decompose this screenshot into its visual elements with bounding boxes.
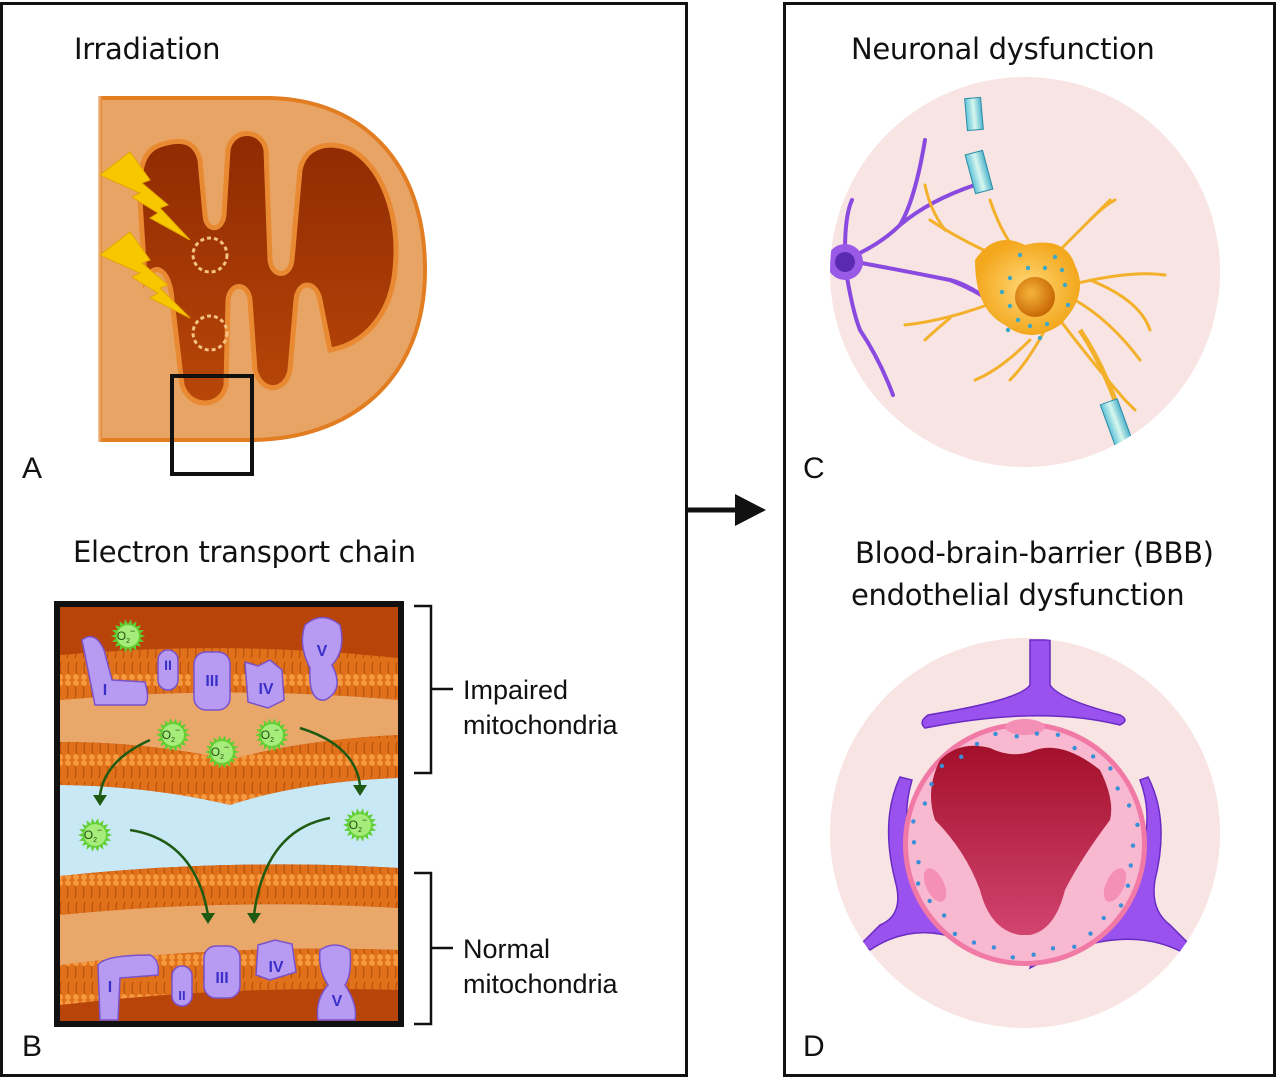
vesicle-dot <box>1115 786 1120 791</box>
vesicle-dot <box>911 840 917 845</box>
vesicle-dot <box>929 781 934 787</box>
vesicle-dot <box>1014 734 1019 739</box>
flow-arrow <box>129 828 210 916</box>
vesicle-dot <box>1034 731 1040 736</box>
superoxide-radical-icon: O2− <box>255 718 289 752</box>
vesicle-dot <box>1130 843 1136 848</box>
normal-label-line2: mitochondria <box>463 969 618 999</box>
panel-b-letter: B <box>22 1030 43 1063</box>
svg-text:II: II <box>178 988 185 1003</box>
mtdna-icon <box>191 314 229 352</box>
vesicle-dot <box>1126 803 1132 808</box>
vesicle-dot <box>952 931 958 937</box>
complex-i-top: I <box>81 635 149 706</box>
normal-label-line1: Normal <box>463 934 551 964</box>
vesicle-dot <box>1135 822 1140 827</box>
vesicle-dot <box>1050 946 1056 951</box>
vesicle-dot <box>1108 766 1113 771</box>
vesicle-dot <box>1125 883 1131 888</box>
superoxide-radical-icon: O2− <box>78 818 112 852</box>
complex-iii-bottom: III <box>203 945 241 999</box>
vesicle-dot <box>1128 863 1134 868</box>
arrow-head-icon <box>247 913 261 924</box>
svg-text:I: I <box>103 682 107 699</box>
svg-text:I: I <box>108 979 112 996</box>
complex-ii-bottom: II <box>171 965 193 1007</box>
vesicle-dot <box>993 731 998 737</box>
svg-text:V: V <box>332 993 343 1010</box>
vesicle-dot <box>916 860 921 865</box>
svg-text:IV: IV <box>268 959 283 976</box>
neuron-nucleus <box>1015 277 1055 317</box>
vesicle-dot <box>1091 754 1096 759</box>
arrow-head-icon <box>201 913 215 924</box>
superoxide-radical-icon: O2− <box>156 718 190 752</box>
panel-a-letter: A <box>22 452 43 485</box>
vesicle-dot <box>1010 955 1015 960</box>
vesicle-dot <box>971 940 977 945</box>
zoom-box <box>170 374 254 476</box>
impaired-mitochondria-label: Impaired mitochondria <box>463 673 618 743</box>
vesicle-dot <box>959 754 964 759</box>
panel-b-title: Electron transport chain <box>73 535 416 569</box>
flow-arrow <box>299 726 362 786</box>
vesicle-dot <box>922 801 928 806</box>
vesicle-dot <box>1055 732 1061 737</box>
normal-mitochondria-label: Normal mitochondria <box>463 932 618 1002</box>
complex-v-bottom: V <box>316 944 357 1021</box>
superoxide-radical-icon: O2− <box>205 735 239 769</box>
vesicle-dot <box>1072 944 1077 949</box>
astrocyte-endfoot-top <box>921 639 1126 729</box>
svg-text:III: III <box>205 673 218 690</box>
panel-a-title: Irradiation <box>74 32 221 66</box>
complex-v-top: V <box>301 616 343 701</box>
lightning-bolt-icon <box>99 151 191 241</box>
vesicle-dot <box>1088 931 1093 936</box>
complex-iv-bottom: IV <box>255 939 297 981</box>
svg-text:II: II <box>164 657 172 673</box>
vesicle-dot <box>915 881 921 886</box>
panel-d-title-line1: Blood-brain-barrier (BBB) <box>855 536 1214 570</box>
panel-d-title-line2: endothelial dysfunction <box>851 578 1185 612</box>
arrow-head-icon <box>93 795 107 806</box>
bracket-normal <box>414 871 453 1026</box>
arrow-head-icon <box>353 785 367 796</box>
mtdna-icon <box>191 236 229 274</box>
vesicle-dot <box>1101 915 1106 921</box>
complex-ii-top: II <box>157 649 179 691</box>
svg-text:III: III <box>215 970 228 987</box>
superoxide-radical-icon: O2− <box>111 619 145 653</box>
vesicle-dot <box>1072 745 1077 751</box>
complex-i-bottom: I <box>97 954 160 1021</box>
vesicle-dot <box>941 913 947 918</box>
arrow-head-icon <box>735 494 766 526</box>
vessel-lumen <box>931 745 1112 935</box>
complex-iv-top: IV <box>244 659 285 709</box>
superoxide-radical-icon: O2− <box>343 808 377 842</box>
impaired-label-line1: Impaired <box>463 675 569 705</box>
mito-matrix <box>137 131 399 406</box>
svg-text:V: V <box>317 643 328 660</box>
svg-text:IV: IV <box>258 681 273 698</box>
vesicle-dot <box>1031 952 1036 957</box>
flow-arrow <box>98 738 151 796</box>
panel-c-letter: C <box>803 452 825 485</box>
vesicle-dot <box>974 741 980 747</box>
panel-d-letter: D <box>803 1030 825 1063</box>
vesicle-dot <box>939 763 945 769</box>
panel-c-title: Neuronal dysfunction <box>851 32 1155 66</box>
flow-arrow <box>252 816 331 916</box>
vesicle-dot <box>911 819 916 824</box>
lightning-bolt-icon <box>99 231 191 319</box>
vesicle-dot <box>991 945 997 950</box>
bracket-impaired <box>414 604 453 775</box>
vesicle-dot <box>927 898 932 904</box>
vesicle-dot <box>1118 903 1124 908</box>
complex-iii-top: III <box>193 651 231 711</box>
impaired-label-line2: mitochondria <box>463 710 618 740</box>
